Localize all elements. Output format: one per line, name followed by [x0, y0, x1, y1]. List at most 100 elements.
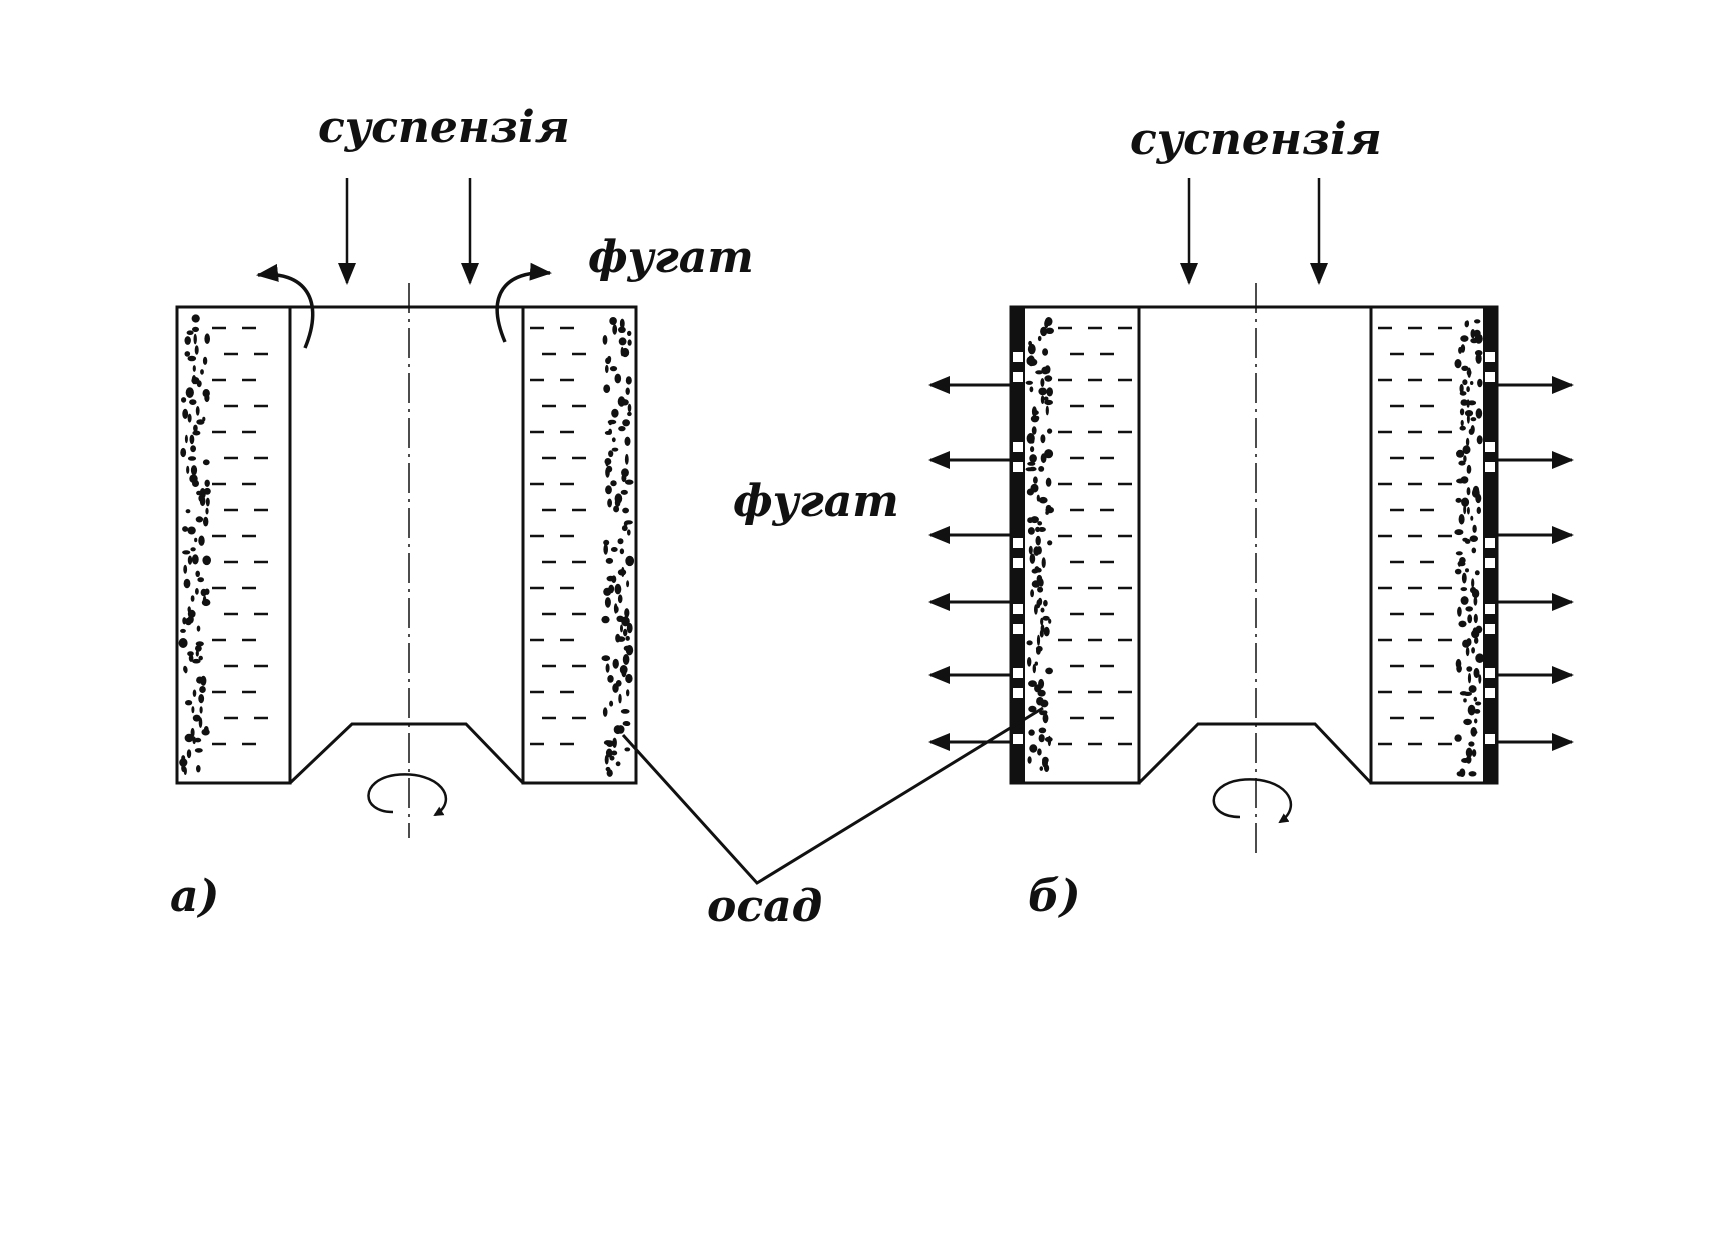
sediment-particle: [1040, 378, 1045, 387]
sediment-particle: [612, 683, 619, 693]
sediment-particle: [1459, 425, 1466, 431]
sediment-particle: [1045, 327, 1054, 334]
sediment-particle: [615, 761, 621, 767]
rotation-arrow-a: [367, 773, 448, 817]
sediment-particle: [199, 686, 206, 693]
sediment-particle: [624, 453, 629, 465]
sediment-particle: [620, 346, 624, 357]
sediment-particle: [1029, 386, 1034, 393]
sediment-particle: [624, 479, 634, 485]
sediment-particle: [612, 658, 619, 669]
sediment-particle: [1454, 359, 1462, 369]
sediment-particle: [611, 437, 616, 443]
sediment-particle: [1475, 493, 1482, 504]
sediment-particle: [196, 676, 204, 684]
sediment-particle: [181, 755, 186, 762]
sediment-particle: [615, 633, 621, 643]
sediment-particle: [1473, 667, 1480, 679]
sediment-particle: [1476, 435, 1483, 445]
sediment-particle: [189, 434, 195, 445]
perforation-hole: [1013, 558, 1023, 568]
sediment-particle: [194, 737, 202, 743]
sediment-particle: [627, 330, 632, 336]
sediment-particle: [1043, 626, 1050, 637]
sediment-particle: [1457, 606, 1462, 617]
sediment-particle: [1462, 445, 1471, 455]
sediment-particle: [186, 465, 190, 474]
sediment-particle: [198, 717, 203, 728]
sediment-particle: [618, 426, 626, 432]
sediment-particle: [620, 489, 628, 495]
sediment-particle: [618, 337, 627, 346]
perforation-hole: [1013, 734, 1023, 744]
sediment-particle: [204, 333, 210, 345]
sediment-particle: [1470, 515, 1474, 521]
sediment-particle: [1037, 335, 1042, 342]
sediment-particle: [606, 769, 613, 777]
sediment-particle: [185, 700, 193, 706]
sediment-particle: [1030, 516, 1039, 524]
perforation-hole: [1485, 462, 1495, 472]
sediment-particle: [186, 330, 194, 336]
fugate-overflow-arrow-a-left: [256, 263, 315, 349]
sediment-particle: [1033, 476, 1038, 484]
sediment-particle: [195, 588, 199, 595]
sediment-layer-b-left: [1025, 317, 1054, 772]
sediment-particle: [604, 597, 611, 608]
sediment-particle: [605, 557, 614, 564]
sediment-particle: [622, 654, 630, 665]
sediment-particle: [1047, 540, 1053, 546]
perforation-hole: [1013, 604, 1023, 614]
sediment-particle: [614, 373, 622, 384]
sediment-particle: [184, 617, 192, 626]
sediment-particle: [620, 709, 630, 714]
perforation-hole: [1485, 352, 1495, 362]
perforation-hole: [1485, 668, 1495, 678]
perforation-hole: [1013, 688, 1023, 698]
sediment-particle: [1039, 766, 1044, 771]
sediment-particle: [1460, 596, 1469, 605]
sediment-particle: [1027, 657, 1032, 667]
sediment-particle: [1470, 381, 1474, 385]
sediment-particle: [608, 450, 614, 458]
sediment-particle: [187, 526, 196, 535]
sediment-particle: [1027, 756, 1032, 764]
sediment-particle: [613, 505, 620, 513]
sediment-particle: [1470, 338, 1478, 344]
sediment-particle: [1475, 653, 1485, 663]
sediment-particle: [1035, 535, 1041, 546]
sediment-particle: [625, 376, 632, 385]
liquid-layer-b-right: [1378, 326, 1452, 746]
sediment-particle: [192, 479, 199, 487]
sediment-particle: [611, 750, 618, 756]
sediment-particle: [194, 537, 198, 543]
sediment-particle: [622, 419, 630, 427]
label-suspension-b: суспензія: [1130, 114, 1382, 165]
sediment-particle: [1042, 713, 1048, 723]
sediment-particle: [1471, 547, 1477, 554]
sediment-particle: [1465, 568, 1469, 573]
sediment-particle: [1044, 365, 1051, 374]
sediment-particle: [196, 765, 201, 773]
sediment-particle: [198, 535, 205, 546]
sediment-particle: [1462, 379, 1468, 386]
sediment-particle: [1460, 476, 1469, 484]
sediment-particle: [192, 714, 201, 722]
sediment-particle: [1041, 557, 1046, 569]
sediment-particle: [612, 737, 617, 748]
sediment-particle: [187, 456, 197, 461]
perforation-hole: [1013, 538, 1023, 548]
sediment-particle: [192, 689, 197, 697]
sediment-particle: [1465, 437, 1470, 447]
sediment-particle: [1460, 344, 1466, 353]
sediment-particle: [192, 658, 201, 664]
sediment-particle: [624, 436, 631, 446]
sediment-particle: [1040, 453, 1047, 464]
fugate-overflow-arrow-a-right: [495, 262, 552, 343]
sediment-particle: [617, 396, 626, 407]
sediment-particle: [1473, 613, 1478, 624]
sediment-particle: [608, 420, 613, 426]
sediment-particle: [184, 434, 188, 444]
sediment-particle: [1033, 546, 1040, 556]
sediment-particle: [1475, 353, 1482, 364]
